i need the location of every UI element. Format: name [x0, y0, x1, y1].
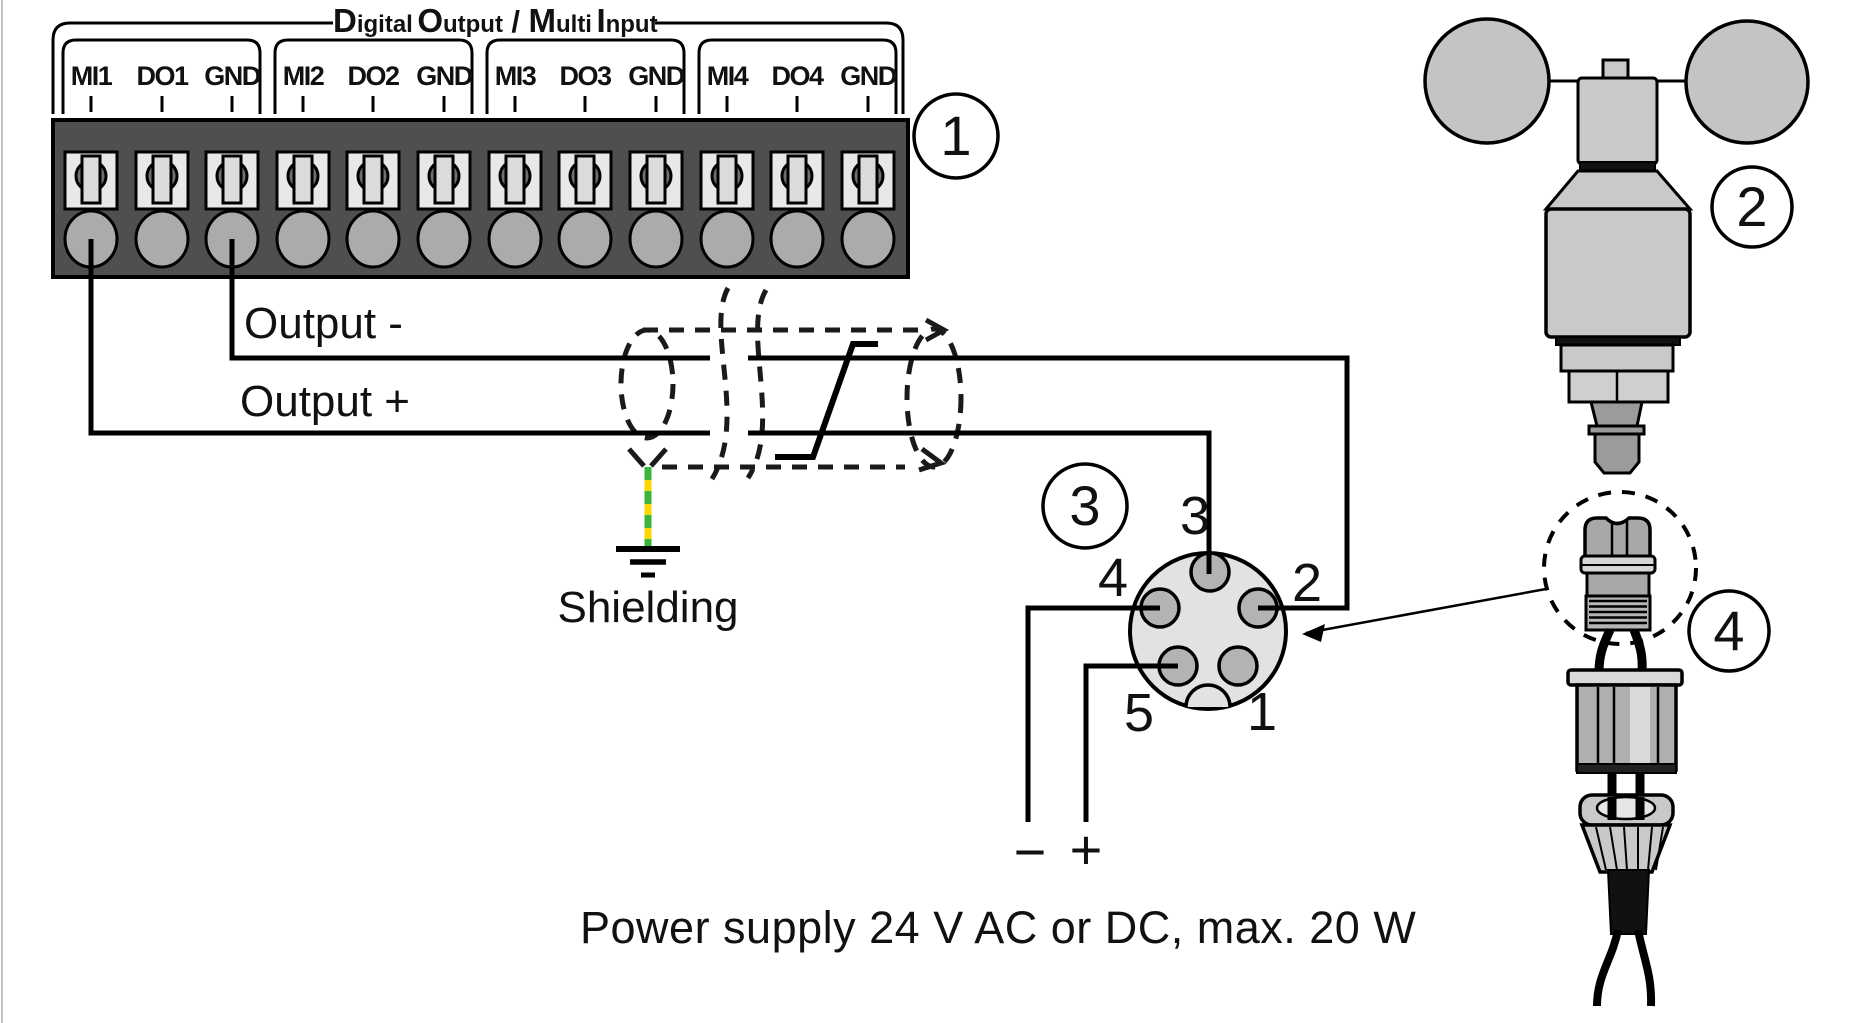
callout-dashed-circle — [1542, 490, 1698, 646]
output-plus-label: Output + — [240, 377, 411, 426]
terminal-label-do3: DO3 — [559, 61, 612, 91]
cable-shield-dashed — [618, 286, 964, 481]
ground-symbol-icon — [616, 546, 680, 578]
output-minus-wire — [229, 239, 1350, 611]
terminal-group-brackets — [61, 38, 898, 114]
pin-1-label: 1 — [1246, 682, 1278, 742]
title-bracket — [51, 21, 905, 114]
wind-sensor — [1423, 17, 1810, 475]
cup-left — [1423, 17, 1551, 145]
plus-label: + — [1069, 818, 1103, 881]
terminal-label-do2: DO2 — [347, 61, 400, 91]
callout-1-circle — [912, 92, 1000, 180]
terminal-label-gnd3: GND — [628, 61, 685, 91]
terminal-label-gnd4: GND — [840, 61, 897, 91]
pin-3-label: 3 — [1179, 486, 1211, 546]
output-plus-wire — [88, 239, 1212, 574]
callout-4-label: 4 — [1713, 599, 1745, 662]
terminal-label-do4: DO4 — [771, 61, 824, 91]
callout-3-circle — [1041, 462, 1129, 550]
power-supply-label: Power supply 24 V AC or DC, max. 20 W — [580, 902, 1417, 953]
terminal-label-mi4: MI4 — [706, 61, 749, 91]
callout-1-label: 1 — [940, 104, 972, 167]
terminal-label-gnd2: GND — [416, 61, 473, 91]
keyway-notch — [1184, 683, 1232, 708]
callout-4-circle — [1687, 589, 1771, 673]
pin-2-label: 2 — [1291, 553, 1323, 613]
terminal-label-do1: DO1 — [136, 61, 189, 91]
cup-right — [1684, 19, 1810, 145]
callout-2-circle — [1710, 165, 1794, 249]
terminal-ticks — [89, 96, 870, 112]
callout-2-label: 2 — [1736, 175, 1768, 238]
pin-5-label: 5 — [1123, 683, 1155, 743]
callout-3-label: 3 — [1069, 474, 1101, 537]
leader-arrow-icon — [1302, 624, 1325, 642]
supply-plus-wire — [1083, 663, 1178, 822]
shield-arrow-right-icon — [924, 317, 950, 343]
callout-circles — [912, 92, 1794, 673]
shielding-label: Shielding — [557, 583, 739, 632]
callout-leader — [1302, 587, 1547, 642]
terminal-label-mi2: MI2 — [282, 61, 325, 91]
output-minus-label: Output - — [244, 299, 403, 348]
page-edge-line — [1, 0, 3, 1023]
title-initial: O — [417, 2, 443, 39]
terminal-block-title: Digital Output / Multi Input — [333, 2, 658, 39]
supply-minus-wire — [1025, 605, 1160, 822]
minus-label: − — [1013, 820, 1047, 883]
cable-gland — [1566, 668, 1684, 1007]
sensor-connector — [1542, 490, 1698, 673]
terminal-label-mi3: MI3 — [494, 61, 537, 91]
pin-4-label: 4 — [1097, 548, 1129, 608]
title-initial: M — [528, 2, 556, 39]
title-initial: I — [596, 2, 606, 39]
title-initial: D — [333, 2, 357, 39]
twist-jog-wire — [775, 341, 878, 460]
pin-1 — [1217, 645, 1259, 687]
terminal-label-gnd1: GND — [204, 61, 261, 91]
terminal-label-mi1: MI1 — [70, 61, 113, 91]
wires — [88, 239, 1350, 822]
terminal-block — [51, 118, 910, 279]
shield-arrow-bottom-icon — [918, 446, 947, 473]
